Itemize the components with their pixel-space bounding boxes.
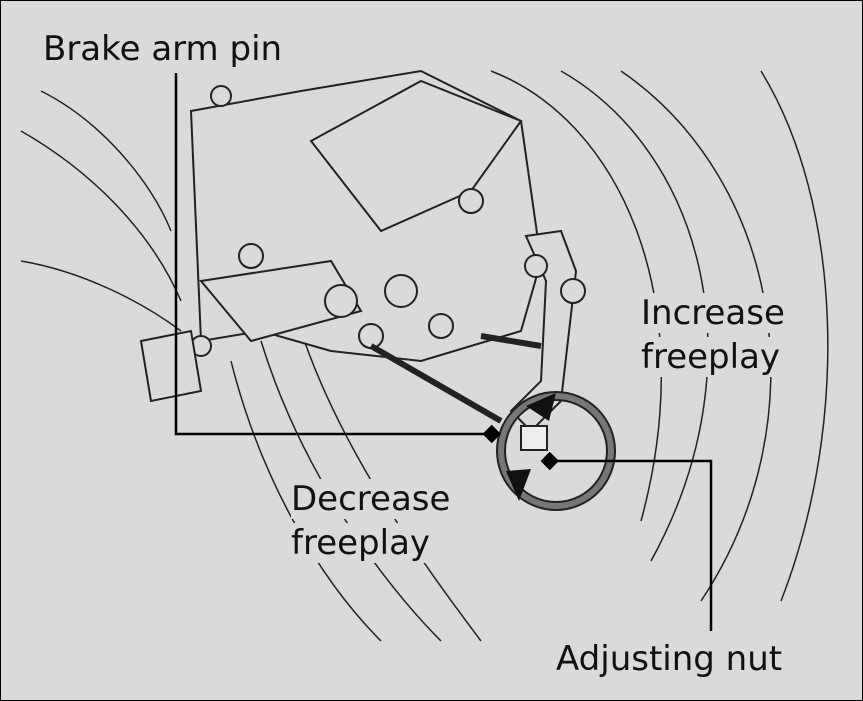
increase-arrowhead [526,393,556,421]
decrease-freeplay-label-line2: freeplay [291,523,431,563]
pin-marker [482,424,501,444]
adjusting-nut-shape [520,425,548,451]
increase-freeplay-label-line2: freeplay [641,337,781,377]
decrease-freeplay-label-line1: Decrease [291,479,451,519]
brake-arm-pin-label: Brake arm pin [43,29,283,69]
decrease-arrowhead [506,469,531,501]
adjusting-nut-label: Adjusting nut [556,639,783,679]
rotation-arrows [496,391,616,511]
caliper-body [139,69,543,403]
leader-lines [174,73,713,631]
nut-marker [540,451,559,471]
increase-freeplay-label-line1: Increase [641,293,785,333]
